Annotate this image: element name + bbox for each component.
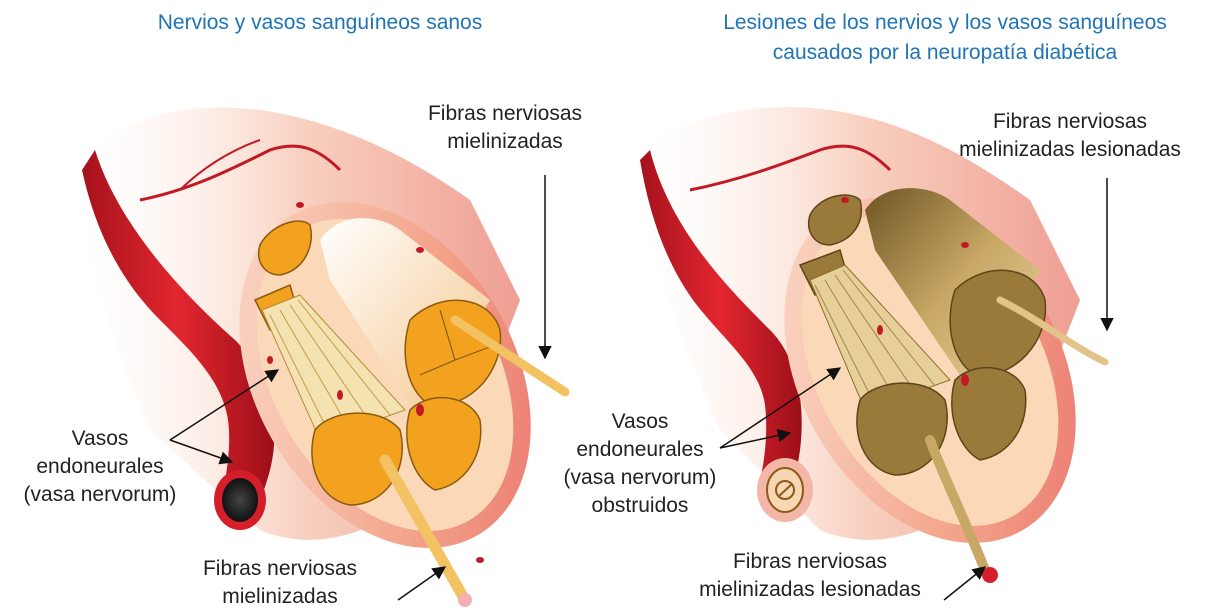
label-line: Fibras nerviosas xyxy=(170,555,390,583)
label-damaged-fibers-top: Fibras nerviosas mielinizadas lesionadas xyxy=(925,108,1215,164)
label-line: endoneurales xyxy=(540,436,740,464)
label-myelinated-fibers-top: Fibras nerviosas mielinizadas xyxy=(395,100,615,156)
label-line: mielinizadas lesionadas xyxy=(665,576,955,604)
label-line: mielinizadas xyxy=(170,583,390,611)
right-panel-title: Lesiones de los nervios y los vasos sang… xyxy=(690,8,1200,68)
healthy-nerve-illustration xyxy=(80,107,590,607)
label-line: endoneurales xyxy=(0,453,200,481)
label-line: (vasa nervorum) xyxy=(540,464,740,492)
label-line: Fibras nerviosas xyxy=(665,548,955,576)
label-damaged-fibers-bottom: Fibras nerviosas mielinizadas lesionadas xyxy=(665,548,955,604)
damaged-nerve-illustration xyxy=(640,107,1135,595)
label-line: Fibras nerviosas xyxy=(925,108,1215,136)
label-line: (vasa nervorum) xyxy=(0,481,200,509)
right-title-line-1: Lesiones de los nervios y los vasos sang… xyxy=(690,8,1200,38)
label-line: mielinizadas xyxy=(395,128,615,156)
label-line: obstruidos xyxy=(540,492,740,520)
label-line: Fibras nerviosas xyxy=(395,100,615,128)
right-title-line-2: causados por la neuropatía diabética xyxy=(690,38,1200,68)
left-panel-title: Nervios y vasos sanguíneos sanos xyxy=(120,8,520,38)
label-line: Vasos xyxy=(0,425,200,453)
label-line: mielinizadas lesionadas xyxy=(925,136,1215,164)
vessel-lumen xyxy=(222,478,258,522)
label-obstructed-vessels: Vasos endoneurales (vasa nervorum) obstr… xyxy=(540,408,740,520)
arrow-fibers-bottom xyxy=(398,567,445,600)
label-myelinated-fibers-bottom: Fibras nerviosas mielinizadas xyxy=(170,555,390,611)
label-endoneural-vessels: Vasos endoneurales (vasa nervorum) xyxy=(0,425,200,509)
label-line: Vasos xyxy=(540,408,740,436)
